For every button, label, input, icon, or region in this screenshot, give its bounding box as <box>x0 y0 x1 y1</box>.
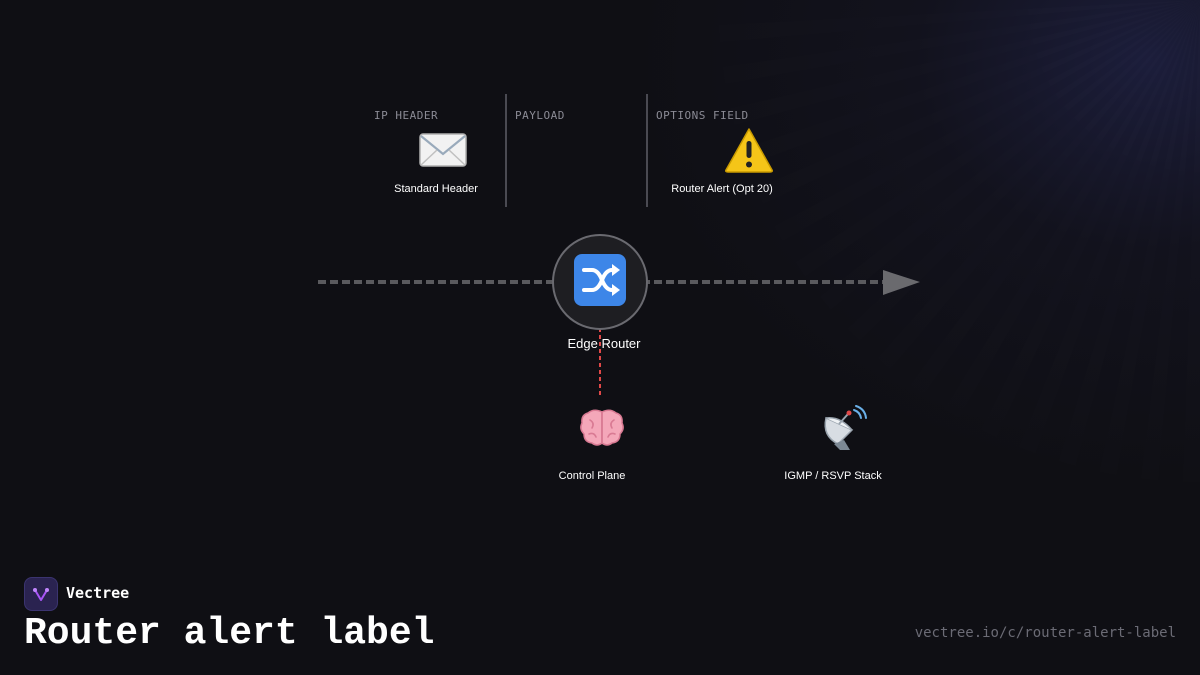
control-plane-label: Control Plane <box>558 470 626 482</box>
brand-logo-icon <box>24 577 58 611</box>
page-title: Router alert label <box>24 612 435 655</box>
segment-label-options-field: OPTIONS FIELD <box>656 109 749 122</box>
igmp-rsvp-stack-label: IGMP / RSVP Stack <box>784 470 882 482</box>
edge-router-label: Edge Router <box>567 336 641 351</box>
warning-icon <box>724 126 774 177</box>
segment-label-payload: PAYLOAD <box>515 109 565 122</box>
satellite-dish-icon <box>818 404 870 455</box>
segment-divider <box>646 94 648 207</box>
page-url[interactable]: vectree.io/c/router-alert-label <box>914 625 1176 641</box>
brand-name: Vectree <box>66 584 130 602</box>
brain-icon <box>578 406 626 451</box>
shuffle-icon <box>574 254 626 306</box>
packet-flow-arrowhead <box>883 270 920 295</box>
standard-header-label: Standard Header <box>394 183 478 195</box>
segment-divider <box>505 94 507 207</box>
envelope-icon <box>418 130 468 177</box>
router-alert-label: Router Alert (Opt 20) <box>671 183 773 195</box>
segment-label-ip-header: IP HEADER <box>374 109 439 122</box>
edge-router-node[interactable] <box>552 234 648 330</box>
